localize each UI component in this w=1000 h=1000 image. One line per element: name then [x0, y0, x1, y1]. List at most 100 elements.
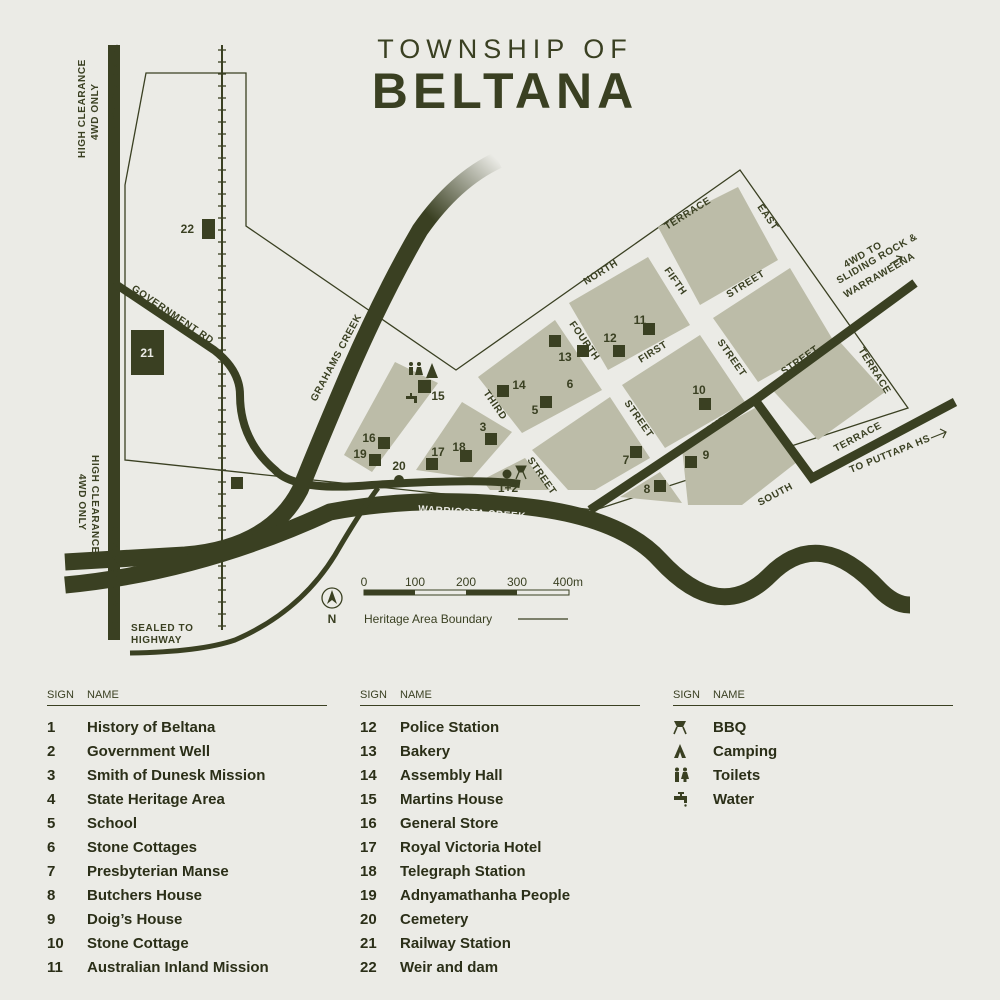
legend-sign: 3	[47, 766, 56, 784]
legend-header: SIGN NAME	[360, 689, 640, 706]
legend-name: History of Beltana	[87, 718, 216, 736]
legend-header-sign: SIGN	[360, 689, 387, 701]
legend-name: Smith of Dunesk Mission	[87, 766, 266, 784]
camping-icon	[426, 363, 438, 378]
legend-row: 16 General Store	[360, 811, 640, 835]
marker-14	[418, 380, 431, 393]
map-number: 15	[431, 389, 445, 403]
legend-sign: 10	[47, 934, 64, 952]
grahams-creek	[64, 152, 502, 571]
map-number: 7	[623, 453, 630, 467]
map-number: 20	[392, 459, 406, 473]
high-clearance-bottom-label-2: 4WD ONLY	[76, 474, 87, 531]
legend-sign: 11	[47, 958, 63, 976]
legend-sign: 9	[47, 910, 56, 928]
legend-row: 8 Butchers House	[47, 883, 327, 907]
title-line-2: BELTANA	[371, 63, 639, 119]
map-number: 22	[181, 222, 195, 236]
legend-name: Cemetery	[400, 910, 469, 928]
legend-row: Camping	[673, 739, 953, 763]
legend-sign: 4	[47, 790, 56, 808]
legend-name: Royal Victoria Hotel	[400, 838, 542, 856]
legend-name: General Store	[400, 814, 499, 832]
legend-row: Water	[673, 787, 953, 811]
high-clearance-bottom-label: HIGH CLEARANCE	[89, 455, 100, 554]
toilets-icon	[409, 362, 423, 375]
high-clearance-top-label: HIGH CLEARANCE	[77, 59, 88, 158]
legend-sign: 16	[360, 814, 377, 832]
legend-sign: 8	[47, 886, 56, 904]
scale-bar	[363, 589, 570, 596]
toilets-icon	[673, 767, 713, 783]
legend-sign: 20	[360, 910, 377, 928]
scale-tick-label: 100	[405, 575, 425, 589]
sealed-label: SEALED TO	[131, 623, 193, 634]
legend-name: Adnyamathanha People	[400, 886, 571, 904]
marker-8	[685, 456, 697, 468]
legend-header-sign: SIGN	[47, 689, 74, 701]
legend-name: Weir and dam	[400, 958, 499, 976]
bbq-icon	[673, 719, 713, 735]
legend-sign: 14	[360, 766, 377, 784]
marker-22	[231, 477, 243, 489]
scale-tick-label: 400m	[553, 575, 583, 589]
map-number: 10	[692, 383, 706, 397]
marker-12	[549, 335, 561, 347]
map-number: 18	[452, 440, 466, 454]
legend-sign: 15	[360, 790, 377, 808]
legend-row: 4 State Heritage Area	[47, 787, 327, 811]
legend-name: State Heritage Area	[87, 790, 225, 808]
marker-20	[131, 330, 164, 375]
legend-name: Butchers House	[87, 886, 203, 904]
legend-sign: 22	[360, 958, 377, 976]
heritage-area-boundary	[124, 72, 910, 511]
sealed-road	[129, 486, 381, 656]
arrow-northeast-icon	[889, 255, 903, 265]
marker-5	[577, 345, 589, 357]
town-blocks	[344, 187, 885, 505]
north-arrow-icon	[321, 587, 343, 609]
map-number: 9	[703, 448, 710, 462]
legend-name: Railway Station	[400, 934, 511, 952]
legend-name: Presbyterian Manse	[87, 862, 229, 880]
marker-10	[643, 323, 655, 335]
scale-tick-label: 0	[361, 575, 368, 589]
legend-sign: 12	[360, 718, 377, 736]
legend-name: Camping	[713, 742, 778, 760]
north-label: N	[328, 612, 337, 626]
legend-name: Government Well	[87, 742, 211, 760]
marker-21	[202, 219, 215, 239]
warrioota-creek	[64, 493, 911, 614]
marker-15	[378, 437, 390, 449]
legend-name: Telegraph Station	[400, 862, 526, 880]
block	[713, 268, 833, 382]
legend-name: Water	[713, 790, 755, 808]
marker-3	[485, 433, 497, 445]
terrace-road	[751, 397, 958, 484]
marker-1-2	[502, 469, 512, 479]
marker-18	[369, 454, 381, 466]
block	[416, 402, 512, 478]
legend-sign: 13	[360, 742, 377, 760]
marker-4	[540, 396, 552, 408]
high-clearance-top-label-2: 4WD ONLY	[90, 83, 101, 140]
map-number: 19	[353, 447, 367, 461]
marker-11	[613, 345, 625, 357]
legend-row: 3 Smith of Dunesk Mission	[47, 763, 327, 787]
arrow-down-icon	[112, 612, 118, 630]
legend-header-name: NAME	[400, 689, 432, 701]
railway-line	[218, 45, 226, 630]
map-number: 5	[532, 403, 539, 417]
